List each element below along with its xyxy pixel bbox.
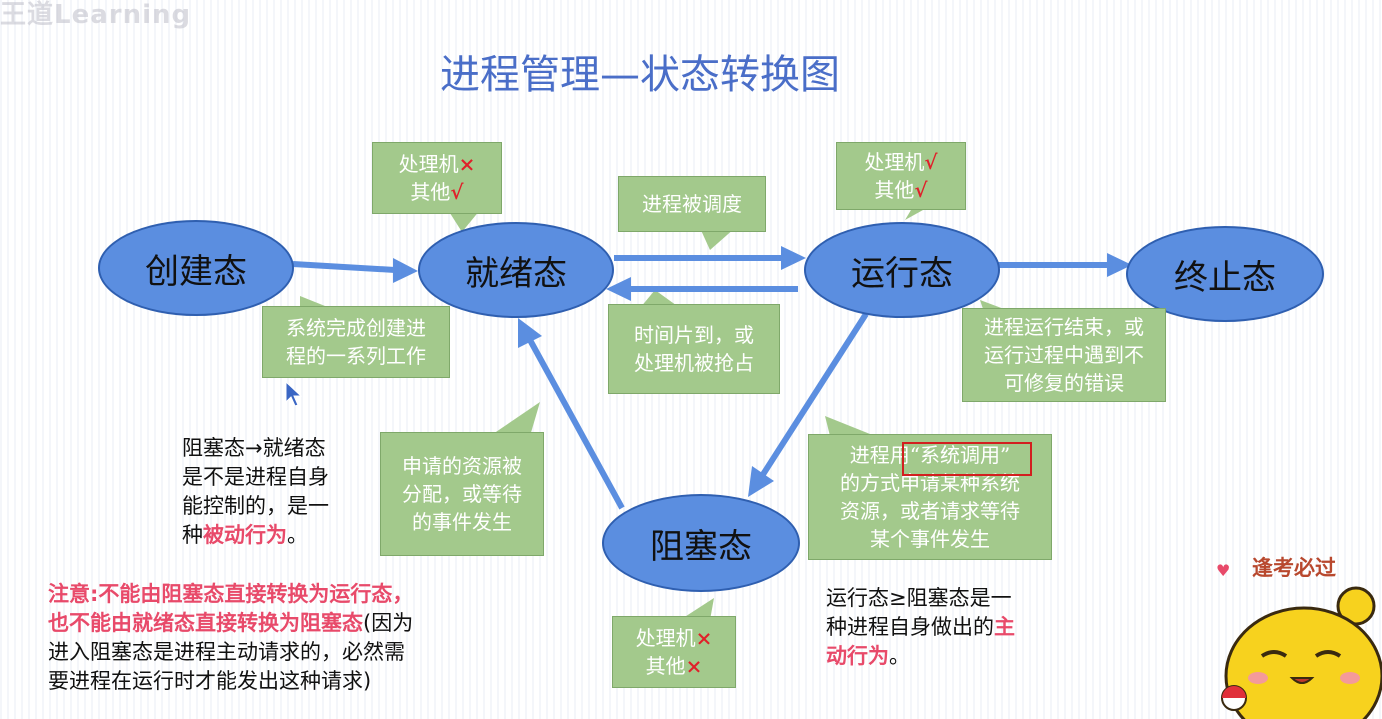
resource-alloc-line1: 申请的资源被 — [402, 454, 522, 478]
state-blocked-label: 阻塞态 — [650, 526, 752, 567]
mouse-cursor-icon — [285, 380, 303, 407]
attention-line2-post: (因为 — [363, 611, 414, 635]
arrowhead-create-to-ready — [393, 258, 418, 283]
passive-line3: 能控制的，是一 — [182, 494, 329, 518]
timeslice-line1: 时间片到，或 — [634, 323, 754, 347]
check-mark-icon: √ — [924, 150, 938, 174]
resource-alloc-line3: 的事件发生 — [412, 510, 512, 534]
passive-emphasis: 被动行为 — [203, 523, 287, 547]
terminate-line1: 进程运行结束，或 — [984, 315, 1144, 339]
passive-line4-pre: 种 — [182, 523, 203, 547]
callout-tail-ready-resources — [448, 210, 480, 232]
arrow-blocked-to-ready — [527, 338, 625, 510]
arrow-create-to-ready — [292, 261, 396, 273]
scheduled-text: 进程被调度 — [642, 192, 742, 216]
syscall-line4: 某个事件发生 — [870, 527, 990, 551]
syscall-highlight-box — [902, 442, 1032, 476]
note-attention: 注意:不能由阻塞态直接转换为运行态， 也不能由就绪态直接转换为阻塞态(因为 进入… — [48, 580, 413, 696]
state-running-label: 运行态 — [851, 253, 953, 294]
running-cpu-label: 处理机 — [864, 150, 925, 174]
syscall-line1-pre: 进程用 — [849, 443, 910, 467]
cross-mark-icon: × — [695, 626, 713, 650]
syscall-keyword: “系统调用” — [909, 443, 1011, 467]
active-line2-red: 主 — [994, 615, 1015, 639]
blocked-cpu-label: 处理机 — [635, 626, 696, 650]
create-done-line1: 系统完成创建进 — [286, 316, 426, 340]
state-ready-label: 就绪态 — [465, 253, 567, 294]
state-create-label: 创建态 — [145, 251, 247, 292]
callout-tail-blocked-resources — [680, 598, 714, 620]
mascot-label: 逢考必过 — [1252, 556, 1336, 580]
timeslice-line2: 处理机被抢占 — [634, 351, 754, 375]
arrowhead-running-to-terminated — [1107, 253, 1132, 277]
callout-blocked-resources: 处理机× 其他× — [612, 616, 736, 688]
passive-line1: 阻塞态→就绪态 — [182, 436, 326, 460]
arrowhead-running-to-ready — [606, 277, 631, 301]
terminate-line3: 可修复的错误 — [1004, 371, 1124, 395]
cross-mark-icon: × — [685, 654, 703, 678]
running-other-label: 其他 — [874, 178, 915, 202]
terminate-line2: 运行过程中遇到不 — [984, 343, 1144, 367]
passive-line2: 是不是进程自身 — [182, 465, 329, 489]
mascot-image: ♥ — [1216, 561, 1382, 719]
callout-create-done: 系统完成创建进 程的一系列工作 — [262, 306, 450, 378]
page-title: 进程管理—状态转换图 — [440, 52, 840, 98]
callout-tail-syscall — [825, 416, 875, 436]
attention-line4: 要进程在运行时才能发出这种请求) — [48, 669, 372, 693]
watermark: 王道Learning — [0, 0, 192, 30]
arrowhead-blocked-to-ready — [518, 318, 542, 348]
active-line3-post: 。 — [889, 644, 910, 668]
cross-mark-icon: × — [458, 152, 476, 176]
check-mark-icon: √ — [450, 180, 464, 204]
attention-line1: 注意:不能由阻塞态直接转换为运行态， — [48, 582, 414, 606]
state-ready: 就绪态 — [418, 222, 614, 318]
active-line1: 运行态≥阻塞态是一 — [826, 586, 1012, 610]
active-line3-red: 动行为 — [826, 644, 889, 668]
resource-alloc-line2: 分配，或等待 — [402, 482, 522, 506]
blocked-other-label: 其他 — [645, 654, 686, 678]
callout-tail-timeslice — [640, 290, 680, 308]
callout-running-resources: 处理机√ 其他√ — [836, 142, 966, 210]
callout-scheduled: 进程被调度 — [618, 176, 766, 232]
active-line2-pre: 种进程自身做出的 — [826, 615, 994, 639]
callout-ready-resources: 处理机× 其他√ — [372, 142, 502, 214]
state-running: 运行态 — [804, 222, 1000, 318]
attention-line3: 进入阻塞态是进程主动请求的，必然需 — [48, 640, 405, 664]
arrowhead-ready-to-running — [781, 246, 806, 270]
ready-cpu-label: 处理机 — [398, 152, 459, 176]
callout-timeslice: 时间片到，或 处理机被抢占 — [608, 304, 780, 394]
callout-resource-alloc: 申请的资源被 分配，或等待 的事件发生 — [380, 432, 544, 556]
state-blocked: 阻塞态 — [602, 494, 800, 592]
callout-terminate: 进程运行结束，或 运行过程中遇到不 可修复的错误 — [962, 308, 1166, 402]
callout-tail-scheduled — [700, 228, 735, 250]
callout-syscall: 进程用“系统调用” 的方式申请某种系统 资源，或者请求等待 某个事件发生 — [808, 434, 1052, 560]
state-create: 创建态 — [98, 220, 294, 316]
note-passive: 阻塞态→就绪态 是不是进程自身 能控制的，是一 种被动行为。 — [182, 434, 329, 550]
syscall-line3: 资源，或者请求等待 — [840, 499, 1020, 523]
state-terminated: 终止态 — [1126, 226, 1324, 322]
create-done-line2: 程的一系列工作 — [286, 344, 426, 368]
svg-text:♥: ♥ — [1216, 561, 1230, 580]
state-terminated-label: 终止态 — [1174, 257, 1276, 298]
note-active: 运行态≥阻塞态是一 种进程自身做出的主 动行为。 — [826, 584, 1015, 671]
check-mark-icon: √ — [914, 178, 928, 202]
arrow-running-to-blocked — [759, 312, 869, 478]
callout-tail-resource-alloc — [490, 402, 540, 436]
attention-line2-red: 也不能由就绪态直接转换为阻塞态 — [48, 611, 363, 635]
arrowhead-running-to-blocked — [748, 466, 774, 497]
passive-line4-post: 。 — [287, 523, 308, 547]
ready-other-label: 其他 — [410, 180, 451, 204]
